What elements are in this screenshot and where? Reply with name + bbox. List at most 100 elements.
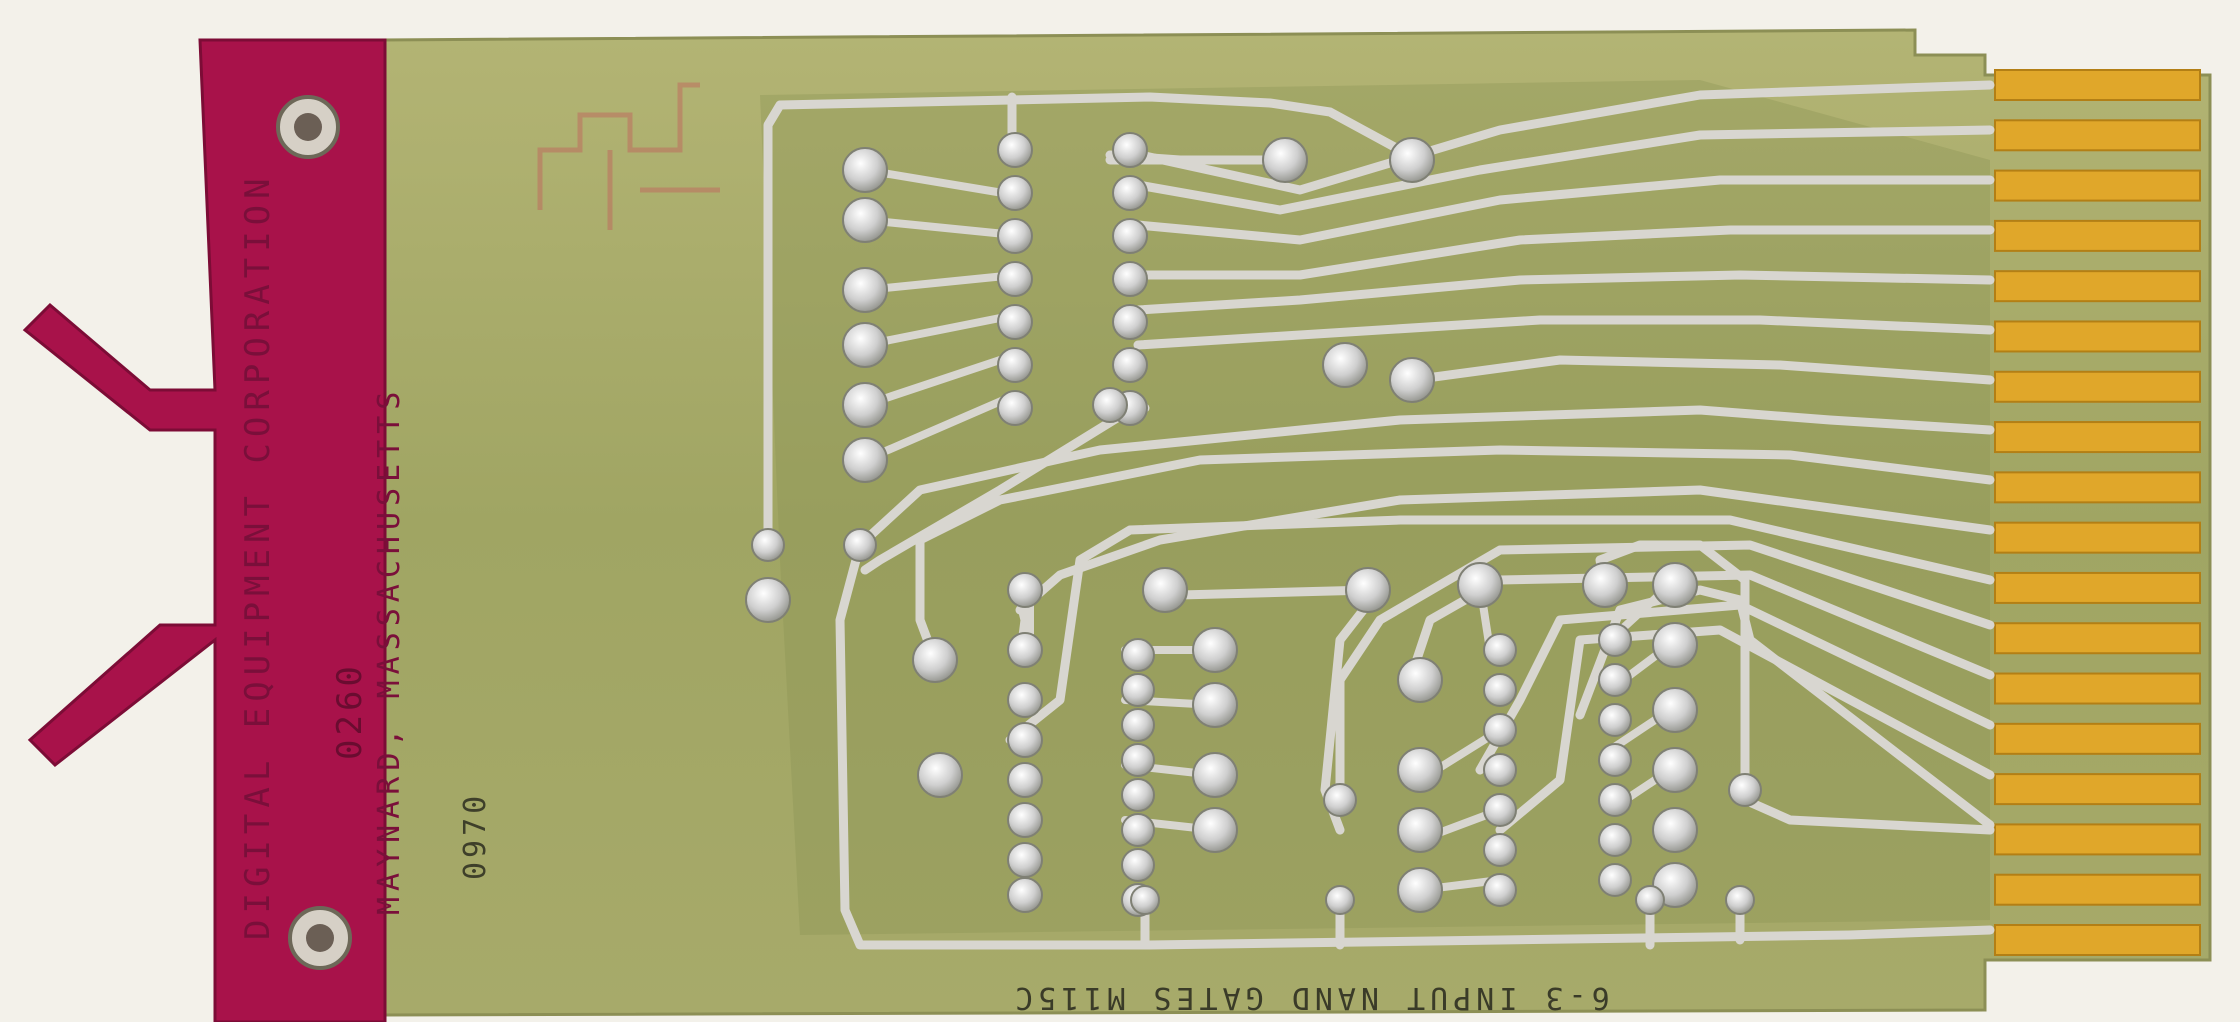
board-number-text: 0970 (458, 791, 493, 880)
solder-pad (1142, 567, 1188, 613)
solder-pad (1121, 813, 1155, 847)
solder-pad (1483, 833, 1517, 867)
solder-pad (1652, 807, 1698, 853)
solder-pad (1635, 885, 1665, 915)
handle-rivet-bottom (288, 906, 352, 970)
connector-finger (1994, 119, 2201, 152)
solder-pad (751, 528, 785, 562)
board-title-text: 6-3 INPUT NAND GATES M115C (1010, 980, 1610, 1015)
solder-pad (997, 261, 1033, 297)
connector-finger (1994, 571, 2201, 604)
solder-pad (1192, 627, 1238, 673)
solder-pad (1397, 747, 1443, 793)
solder-pad (912, 637, 958, 683)
solder-pad (745, 577, 791, 623)
solder-pad (842, 437, 888, 483)
solder-pad (1112, 132, 1148, 168)
solder-pad (1007, 762, 1043, 798)
solder-pad (842, 322, 888, 368)
handle-rivet-top (276, 95, 340, 159)
solder-pad (997, 390, 1033, 426)
solder-pad (1483, 713, 1517, 747)
solder-pad (997, 218, 1033, 254)
manufacturer-text: DIGITAL EQUIPMENT CORPORATION (238, 172, 278, 940)
solder-pad (1728, 773, 1762, 807)
connector-finger (1994, 773, 2201, 806)
solder-pad (1598, 623, 1632, 657)
solder-pad (1007, 682, 1043, 718)
solder-pad (1121, 743, 1155, 777)
connector-finger (1994, 421, 2201, 454)
solder-pad (1322, 342, 1368, 388)
solder-pad (1325, 885, 1355, 915)
solder-pad (997, 304, 1033, 340)
solder-pad (1652, 622, 1698, 668)
solder-pad (842, 147, 888, 193)
solder-pad (1397, 867, 1443, 913)
connector-finger (1994, 521, 2201, 554)
connector-finger (1994, 722, 2201, 755)
connector-finger (1994, 823, 2201, 856)
solder-pad (1389, 137, 1435, 183)
solder-pad (842, 382, 888, 428)
solder-pad (1121, 673, 1155, 707)
solder-pad (1397, 657, 1443, 703)
edge-connector (1994, 69, 2201, 956)
solder-pad (917, 752, 963, 798)
solder-pad (1457, 562, 1503, 608)
connector-finger (1994, 219, 2201, 252)
solder-pad (1007, 802, 1043, 838)
connector-finger (1994, 471, 2201, 504)
solder-pad (842, 267, 888, 313)
solder-pad (1007, 722, 1043, 758)
connector-finger (1994, 320, 2201, 353)
solder-pad (1007, 842, 1043, 878)
solder-pad (1007, 632, 1043, 668)
connector-finger (1994, 370, 2201, 403)
solder-pad (1652, 747, 1698, 793)
solder-pad (1598, 703, 1632, 737)
connector-finger (1994, 169, 2201, 202)
solder-pad (997, 347, 1033, 383)
solder-pad (1582, 562, 1628, 608)
solder-pad (1112, 347, 1148, 383)
solder-pad (1397, 807, 1443, 853)
solder-pad (1725, 885, 1755, 915)
solder-pad (843, 528, 877, 562)
solder-pad (1112, 175, 1148, 211)
solder-pad (1598, 823, 1632, 857)
solder-pad (997, 175, 1033, 211)
solder-pad (1121, 778, 1155, 812)
solder-pad (1192, 752, 1238, 798)
solder-pad (1121, 848, 1155, 882)
solder-pad (1262, 137, 1308, 183)
solder-pad (1483, 633, 1517, 667)
solder-pad (1121, 708, 1155, 742)
solder-pad (1121, 638, 1155, 672)
solder-pad (1598, 783, 1632, 817)
solder-pad (1192, 682, 1238, 728)
solder-pad (997, 132, 1033, 168)
solder-pad (1112, 261, 1148, 297)
solder-pads (745, 132, 1762, 917)
connector-finger (1994, 270, 2201, 303)
solder-pad (1389, 357, 1435, 403)
solder-pad (1598, 863, 1632, 897)
solder-pad (1483, 753, 1517, 787)
solder-pad (1652, 562, 1698, 608)
location-text: MAYNARD, MASSACHUSETTS (372, 385, 407, 915)
solder-pad (1007, 877, 1043, 913)
solder-pad (1112, 304, 1148, 340)
solder-pad (1652, 687, 1698, 733)
solder-pad (1192, 807, 1238, 853)
solder-pad (1092, 387, 1128, 423)
solder-pad (1483, 873, 1517, 907)
solder-pad (1112, 218, 1148, 254)
solder-pad (1007, 572, 1043, 608)
solder-pad (1345, 567, 1391, 613)
connector-finger (1994, 622, 2201, 655)
faded-marking (537, 82, 720, 230)
connector-finger (1994, 69, 2201, 101)
